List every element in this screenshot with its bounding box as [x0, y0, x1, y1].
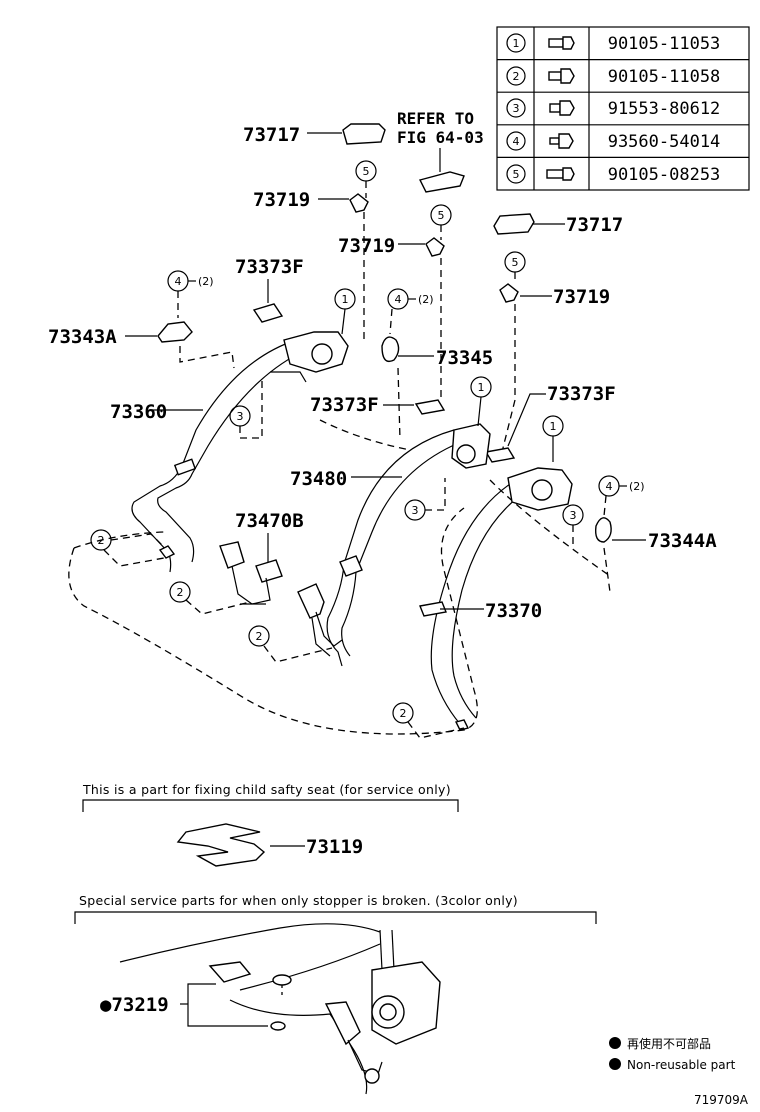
- part-label-73373F: 73373F: [310, 394, 379, 416]
- bolt-icon: [548, 68, 575, 84]
- quantity-note: (2): [198, 275, 214, 288]
- table-part-number: 90105-08253: [608, 165, 721, 185]
- bolt-icon: [548, 36, 575, 50]
- guide-pad-icon: [414, 399, 446, 415]
- trim-cover-icon: [342, 123, 386, 145]
- callout-number: 2: [400, 707, 407, 720]
- part-label-73345: 73345: [436, 347, 493, 369]
- part-label-73470B: 73470B: [235, 510, 304, 532]
- trim-cover-icon: [418, 171, 465, 193]
- refer-text-line1: REFER TO: [397, 109, 474, 128]
- anchor-cover-icon: [381, 336, 400, 363]
- clip-icon: [349, 193, 369, 213]
- callout-number: 3: [412, 504, 419, 517]
- buckle-icon: [297, 583, 325, 619]
- callout-number: 5: [438, 209, 445, 222]
- callout-number: 3: [570, 509, 577, 522]
- bolt-icon: [549, 133, 574, 149]
- table-part-number: 93560-54014: [608, 132, 721, 152]
- buckle-icon: [219, 541, 283, 605]
- callout-number: 2: [256, 630, 263, 643]
- figure-id: 719709A: [694, 1093, 749, 1107]
- part-label-73219: ●73219: [100, 994, 169, 1016]
- bolt-icon: [549, 100, 575, 116]
- seat-belt-left: [131, 331, 349, 573]
- callout-number: 1: [342, 293, 349, 306]
- part-label-73344A: 73344A: [648, 530, 717, 552]
- part-label-73119: 73119: [306, 836, 363, 858]
- callout-number: 5: [512, 256, 519, 269]
- fastener-table: 1 90105-11053 2 90105-11058 3 91553-8061…: [496, 26, 750, 191]
- part-label-73370: 73370: [485, 600, 542, 622]
- callout-number: 1: [550, 420, 557, 433]
- anchor-cover-icon: [594, 517, 612, 543]
- callout-number: 3: [237, 410, 244, 423]
- callout-number: 5: [363, 165, 370, 178]
- stopper-detail: [119, 923, 441, 1095]
- quantity-note: (2): [418, 293, 434, 306]
- seat-outline: [68, 507, 478, 735]
- guide-pad-icon: [252, 303, 284, 323]
- table-row: 5 90105-08253: [506, 164, 721, 185]
- part-label-73373F: 73373F: [547, 383, 616, 405]
- callout-number: 2: [177, 586, 184, 599]
- guide-pad-icon: [484, 447, 516, 463]
- clip-icon: [425, 237, 445, 257]
- clip-icon: [499, 283, 519, 303]
- table-ref-number: 3: [513, 102, 520, 115]
- table-ref-number: 4: [513, 135, 520, 148]
- table-ref-number: 5: [513, 168, 520, 181]
- callout-number: 1: [478, 381, 485, 394]
- seat-belt-center: [297, 423, 491, 667]
- table-part-number: 90105-11058: [608, 67, 721, 87]
- non-reusable-marker-icon: [609, 1037, 621, 1049]
- part-label-73717: 73717: [243, 124, 300, 146]
- table-ref-number: 1: [513, 37, 520, 50]
- callout-number: 4: [175, 275, 182, 288]
- legend-jp: 再使用不可部品: [627, 1036, 711, 1051]
- part-label-73360: 73360: [110, 401, 167, 423]
- part-label-73717: 73717: [566, 214, 623, 236]
- trim-cover-icon: [493, 213, 535, 235]
- legend: 再使用不可部品 Non-reusable part: [609, 1036, 736, 1072]
- part-label-73343A: 73343A: [48, 326, 117, 348]
- seat-belt-right: [419, 467, 573, 731]
- table-part-number: 90105-11053: [608, 34, 721, 54]
- part-label-73719: 73719: [253, 189, 310, 211]
- table-part-number: 91553-80612: [608, 99, 721, 119]
- child-seat-anchor-icon: [176, 823, 266, 867]
- part-label-73719: 73719: [338, 235, 395, 257]
- anchor-cover-icon: [157, 321, 193, 343]
- part-label-73480: 73480: [290, 468, 347, 490]
- callout-number: 4: [395, 293, 402, 306]
- callout-number: 2: [98, 534, 105, 547]
- table-row: 2 90105-11058: [506, 66, 721, 87]
- legend-en: Non-reusable part: [627, 1058, 736, 1072]
- table-row: 3 91553-80612: [506, 98, 721, 119]
- part-label-73719: 73719: [553, 286, 610, 308]
- note-child-seat: This is a part for fixing child safty se…: [82, 782, 451, 797]
- stopper-button-icon: [272, 974, 292, 986]
- callout-number: 4: [606, 480, 613, 493]
- part-label-73373F: 73373F: [235, 256, 304, 278]
- refer-text-line2: FIG 64-03: [397, 128, 484, 147]
- bolt-icon: [546, 167, 575, 181]
- table-ref-number: 2: [513, 70, 520, 83]
- note-stopper: Special service parts for when only stop…: [79, 893, 518, 908]
- table-row: 4 93560-54014: [506, 131, 721, 152]
- stopper-button-icon: [270, 1021, 286, 1031]
- quantity-note: (2): [629, 480, 645, 493]
- table-row: 1 90105-11053: [506, 33, 721, 54]
- non-reusable-marker-icon: [609, 1058, 621, 1070]
